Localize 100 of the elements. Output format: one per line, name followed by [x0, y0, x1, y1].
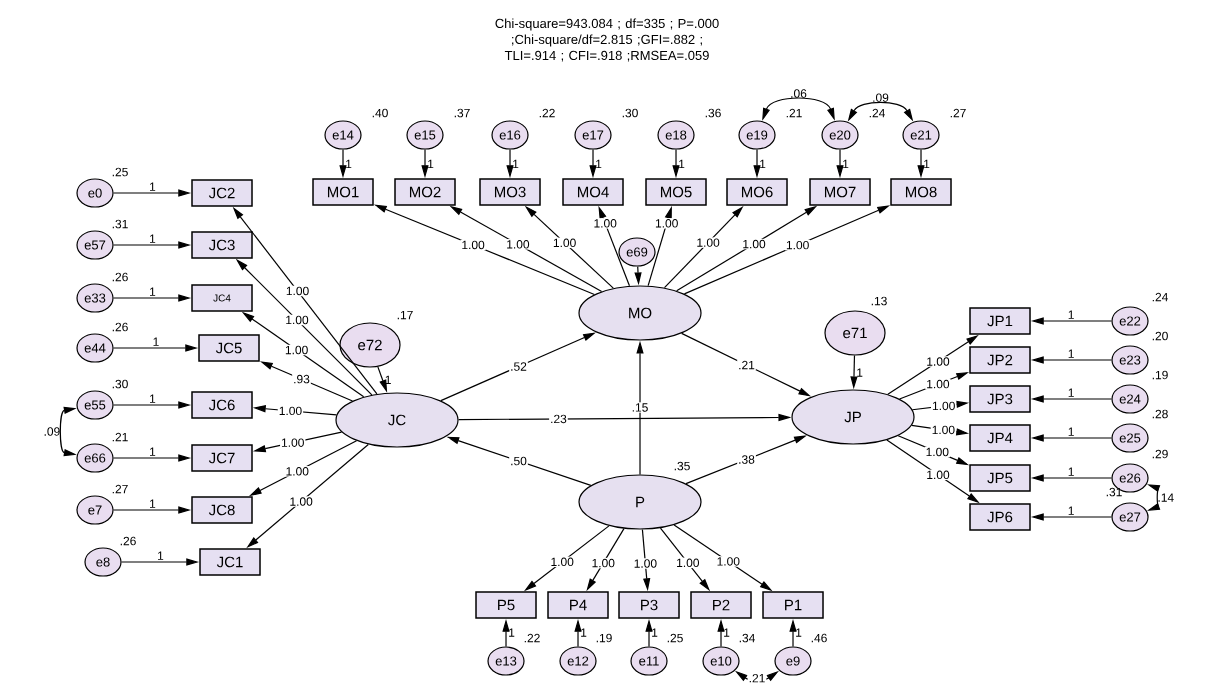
indicator-box: JP1: [969, 307, 1031, 335]
edge-label: 1.00: [931, 400, 957, 412]
indicator-box: P4: [547, 591, 609, 619]
indicator-box: JP6: [969, 503, 1031, 531]
edge-label: .50: [509, 455, 528, 467]
edge-label: 1: [150, 499, 156, 508]
edge-label: .15: [630, 402, 650, 413]
indicator-box: P1: [762, 591, 824, 619]
edge-label: 1: [843, 159, 849, 169]
edge-label: 1.00: [925, 378, 951, 390]
edge-label: 1: [150, 182, 156, 191]
variance-label: .26: [120, 536, 136, 546]
edge-label: 1: [150, 287, 156, 296]
indicator-box: JC8: [191, 496, 253, 524]
edge-label: 1: [679, 159, 685, 169]
variance-label: .19: [1152, 370, 1168, 380]
variance-label: .21: [786, 108, 802, 118]
edge-label: 1: [509, 628, 515, 637]
variance-label: .17: [397, 310, 413, 320]
edge-label: 1.00: [675, 557, 701, 569]
edge-label: 1.00: [632, 558, 659, 569]
variance-label: .21: [112, 432, 128, 442]
indicator-box: JC7: [191, 444, 253, 472]
edge-label: 1: [652, 628, 658, 637]
indicator-box: JP3: [969, 385, 1031, 413]
indicator-box: JC6: [191, 391, 253, 419]
indicator-box: JC3: [191, 231, 253, 259]
variance-label: .30: [112, 379, 128, 389]
variance-label: .22: [539, 108, 555, 118]
indicator-box: MO6: [726, 178, 788, 206]
indicator-box: JP2: [969, 346, 1031, 374]
edge-label: 1.00: [925, 356, 951, 367]
variance-label: .37: [454, 108, 470, 118]
edge-label: 1.00: [460, 239, 486, 251]
variance-label: .19: [596, 633, 612, 643]
edge-label: 1: [924, 159, 930, 169]
variance-label: .34: [739, 633, 755, 643]
edge-label: .93: [292, 373, 311, 385]
edge-label: 1: [385, 375, 391, 384]
edge-label: 1.00: [284, 285, 311, 297]
edge-label: 1: [724, 628, 730, 637]
variance-label: .25: [667, 633, 683, 643]
edge-label: 1.00: [930, 424, 957, 436]
edge-label: 1: [150, 394, 156, 403]
variance-label: .26: [112, 322, 128, 332]
indicator-box: MO8: [890, 178, 952, 206]
indicator-box: MO3: [479, 178, 541, 206]
variance-label: .20: [1152, 331, 1168, 341]
edge-label: 1.00: [741, 238, 767, 250]
edge-label: 1.00: [654, 218, 680, 229]
indicator-box: P3: [618, 591, 680, 619]
indicator-box: MO4: [562, 178, 624, 206]
edge-label: 1.00: [549, 556, 575, 568]
variance-label: .22: [524, 633, 540, 643]
variance-label: .36: [705, 108, 721, 118]
edge-label: 1: [596, 159, 602, 169]
indicator-box: JC5: [198, 334, 260, 362]
variance-label: .24: [869, 108, 885, 118]
indicator-box: JC4: [191, 284, 253, 312]
variance-label: .26: [112, 272, 128, 282]
variance-label: .27: [112, 484, 128, 494]
edge-label: 1: [1068, 388, 1074, 397]
variance-label: .25: [112, 167, 128, 177]
edge-label: 1.00: [284, 466, 310, 477]
edge-label: 1: [428, 159, 434, 169]
edge-label: 1: [158, 551, 164, 560]
edge-label: 1.00: [695, 237, 721, 248]
indicator-box: MO1: [312, 178, 374, 206]
edge-label: 1.00: [284, 314, 310, 326]
edge-label: 1.00: [505, 239, 531, 250]
edge-label: 1: [760, 159, 766, 169]
edge-label: 1.00: [277, 405, 304, 417]
variance-label: .27: [950, 108, 966, 118]
edge-label: 1: [581, 628, 587, 637]
indicator-box: JP4: [969, 424, 1031, 452]
edge-label: .09: [44, 427, 60, 436]
edge-label: 1.00: [590, 557, 616, 569]
edge-label: 1: [153, 337, 159, 346]
edge-label: 1.00: [925, 469, 951, 481]
variance-label: .40: [372, 108, 388, 118]
indicator-box: JC2: [191, 179, 253, 207]
variance-label: .31: [112, 219, 128, 229]
indicator-box: JC1: [199, 548, 261, 576]
edge-label: 1: [513, 159, 519, 169]
fit-statistics: Chi-square=943.084 ; df=335 ; P=.000 ;Chi-square/df=2.815 ;GFI=.882 ; TLI=.914 ; CFI=.918 ;RMSEA=.059: [495, 18, 719, 62]
indicator-box: P5: [475, 591, 537, 619]
indicator-box: MO2: [394, 178, 456, 206]
edge-label: 1: [1068, 467, 1074, 476]
variance-label: .29: [1152, 449, 1168, 459]
edge-label: 1.00: [280, 437, 306, 448]
edge-label: 1.00: [715, 556, 741, 567]
edge-label: 1: [150, 447, 156, 456]
edge-label: 1: [150, 234, 156, 243]
variance-label: .13: [871, 296, 887, 306]
edge-label: .38: [737, 454, 756, 465]
edge-label: .06: [791, 89, 807, 98]
edge-label: 1: [1068, 506, 1074, 515]
edge-label: .21: [737, 359, 756, 371]
edge-label: .52: [509, 361, 528, 372]
variance-label: .28: [1152, 409, 1168, 419]
